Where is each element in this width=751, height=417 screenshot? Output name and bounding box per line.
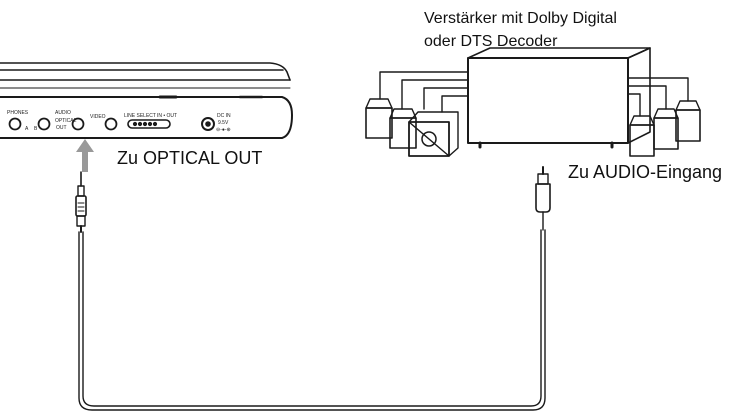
optical-label: OPTICAL [55, 118, 77, 124]
phones-b-label: B [34, 126, 38, 132]
polarity-label: ⊖-●-⊕ [216, 127, 231, 133]
speaker-left-2 [389, 108, 417, 149]
player-top-lid [0, 62, 291, 81]
amplifier-label-line2: oder DTS Decoder [424, 33, 558, 50]
in-out-label: IN • OUT [157, 113, 178, 119]
dvd-player [0, 62, 293, 139]
speaker-left-1 [365, 98, 393, 139]
speaker-wires-right [627, 77, 689, 117]
amplifier [467, 47, 651, 149]
line-select-switch [127, 119, 171, 129]
voltage-label: 9.5V [218, 120, 229, 126]
insert-arrow [76, 139, 94, 172]
video-label: VIDEO [90, 114, 106, 120]
line-select-label: LINE SELECT [124, 113, 156, 119]
phones-a-label: A [25, 126, 29, 132]
optical-out-jack [71, 117, 85, 131]
phones-label: PHONES [7, 110, 29, 116]
audio-label: AUDIO [55, 110, 71, 116]
amplifier-label: Verstärker mit Dolby Digital oder DTS De… [424, 7, 617, 53]
speaker-right-2 [653, 108, 679, 150]
optical-plug-right [535, 166, 551, 231]
phones-a-jack [8, 117, 22, 131]
amplifier-label-line1: Verstärker mit Dolby Digital [424, 10, 617, 27]
audio-in-callout: Zu AUDIO-Eingang [568, 162, 723, 182]
video-jack [104, 117, 118, 131]
optical-plug-left [75, 171, 87, 233]
speaker-right-3 [675, 100, 701, 142]
player-body [0, 96, 293, 139]
dc-in-jack [201, 117, 215, 131]
subwoofer [408, 111, 459, 157]
speaker-wires-left [379, 71, 469, 113]
amp-front [467, 57, 629, 144]
dc-in-label: DC IN [217, 113, 231, 119]
out-label: OUT [56, 125, 67, 131]
optical-cable [78, 229, 546, 411]
phones-b-jack [37, 117, 51, 131]
optical-out-callout: Zu OPTICAL OUT [117, 148, 263, 168]
